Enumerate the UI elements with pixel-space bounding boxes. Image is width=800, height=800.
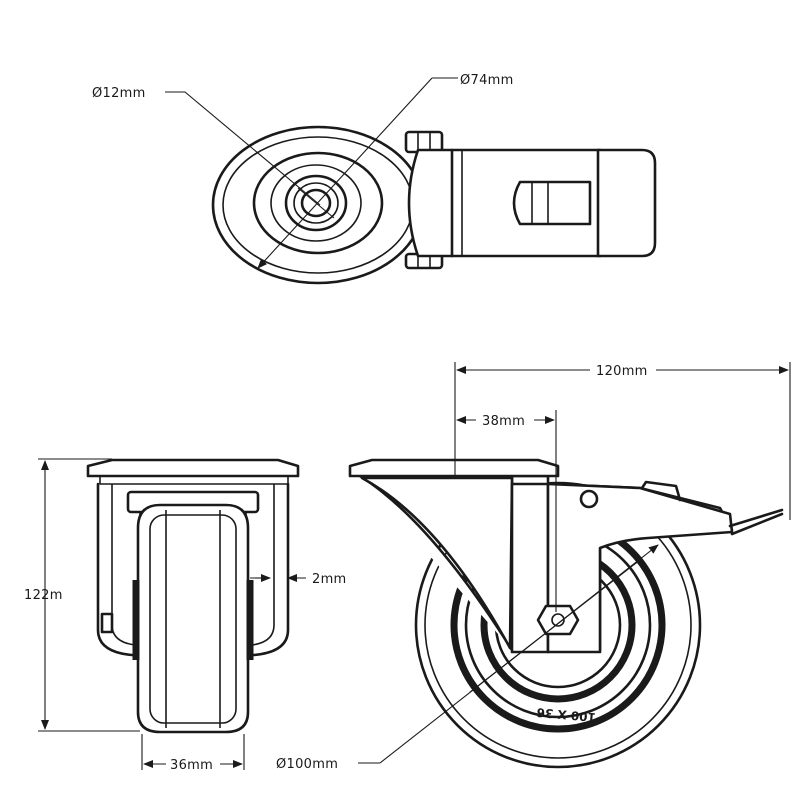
top-view: Ø12mm Ø74mm — [92, 73, 657, 285]
side-view-top-plate — [348, 458, 560, 478]
front-view-wheel — [132, 503, 254, 734]
front-view-top-plate — [86, 458, 300, 485]
front-view-dimension-lines — [38, 458, 306, 770]
total-length-label: 120mm — [596, 364, 648, 379]
wheel-width-label: 36mm — [170, 758, 213, 773]
plate-diameter-label: Ø74mm — [460, 73, 514, 88]
wheel-diameter-label: Ø100mm — [276, 757, 338, 772]
front-view: 122m 2mm 36mm — [24, 458, 347, 773]
side-view-fork — [358, 474, 784, 654]
gap-label: 2mm — [312, 572, 347, 587]
height-label: 122m — [24, 588, 63, 603]
top-view-dimension-lines — [165, 77, 458, 269]
offset-label: 38mm — [482, 414, 525, 429]
bolt-diameter-label: Ø12mm — [92, 86, 146, 101]
side-view-dimension-lines — [358, 362, 791, 764]
top-view-brake-housing — [404, 130, 657, 270]
side-view: 100 X 36 120mm 38mm Ø100mm — [276, 362, 791, 772]
wheel-marking-text: 100 X 36 — [536, 705, 596, 724]
